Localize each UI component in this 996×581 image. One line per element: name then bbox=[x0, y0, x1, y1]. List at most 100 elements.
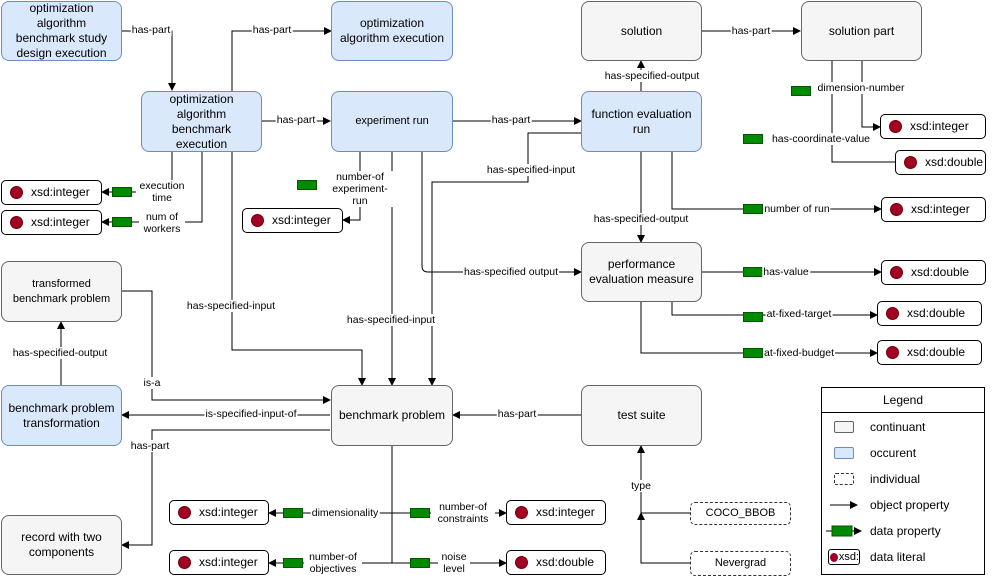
literal-noise-level: xsd:double bbox=[506, 550, 606, 575]
literal-num-workers: xsd:integer bbox=[1, 210, 102, 235]
legend-literal-swatch: xsd: bbox=[828, 549, 860, 565]
legend-row-data-property: data property bbox=[822, 519, 984, 543]
literal-dot-icon bbox=[251, 214, 264, 227]
legend-row-individual: individual bbox=[822, 467, 984, 491]
data-property-marker-number-of-run bbox=[743, 204, 763, 214]
literal-text: xsd:integer bbox=[911, 202, 970, 216]
data-property-marker-has-value bbox=[743, 267, 763, 277]
literal-num-constraints: xsd:integer bbox=[506, 500, 606, 525]
legend-row-data-literal: xsd: data literal bbox=[822, 545, 984, 569]
literal-number-of-run: xsd:integer bbox=[881, 197, 986, 222]
node-pem[interactable]: performance evaluation measure bbox=[581, 242, 702, 302]
data-property-marker-exec-time bbox=[112, 187, 132, 197]
edge-numworkers bbox=[101, 152, 203, 226]
legend-object-property-label: object property bbox=[870, 498, 950, 512]
literal-text: xsd:integer bbox=[536, 505, 595, 519]
data-property-marker-fixed-budget bbox=[743, 348, 763, 358]
literal-text: xsd:integer bbox=[31, 185, 90, 199]
node-nevergrad[interactable]: Nevergrad bbox=[690, 551, 791, 576]
edge-label-has-part: has-part bbox=[496, 408, 538, 420]
literal-text: xsd:double bbox=[911, 265, 970, 279]
edge-bp-record bbox=[121, 429, 330, 549]
node-test-suite[interactable]: test suite bbox=[581, 385, 702, 446]
edge-label-type: type bbox=[630, 480, 652, 492]
edge-oabe-bp bbox=[231, 152, 366, 386]
literal-text: xsd:integer bbox=[199, 505, 258, 519]
edge-label-has-part: has-part bbox=[251, 24, 293, 36]
legend-data-property-label: data property bbox=[870, 524, 941, 538]
node-record[interactable]: record with two components bbox=[1, 515, 122, 575]
edge-label-has-specified-input: has-specified-input bbox=[485, 164, 577, 176]
node-oabe[interactable]: optimization algorithm benchmark executi… bbox=[141, 91, 262, 152]
node-oae[interactable]: optimization algorithm execution bbox=[331, 1, 453, 61]
literal-text: xsd:double bbox=[907, 345, 966, 359]
legend-row-object-property: object property bbox=[822, 493, 984, 517]
edge-oabsde-oabe bbox=[122, 30, 176, 91]
literal-exec-time: xsd:integer bbox=[1, 180, 102, 205]
node-solution-part[interactable]: solution part bbox=[801, 1, 922, 61]
node-oabsde[interactable]: optimization algorithm benchmark study d… bbox=[1, 1, 122, 61]
legend-individual-swatch bbox=[834, 473, 854, 485]
edge-numrun bbox=[671, 152, 882, 213]
edge-tbp-bp bbox=[122, 290, 331, 404]
data-property-marker-noise bbox=[410, 558, 430, 568]
edge-label-has-part: has-part bbox=[129, 440, 171, 452]
edge-label-has-part: has-part bbox=[130, 24, 172, 36]
edge-label-has-specified-output: has-specified-output bbox=[592, 213, 690, 225]
node-bpt[interactable]: benchmark problem transformation bbox=[1, 385, 122, 446]
literal-dot-icon bbox=[178, 506, 191, 519]
edge-label-has-part: has-part bbox=[275, 114, 317, 126]
edge-label-number-of-run: number of run bbox=[763, 203, 831, 215]
literal-fixed-budget: xsd:double bbox=[877, 340, 982, 365]
edge-label-at-fixed-budget: at-fixed-budget bbox=[762, 347, 836, 359]
node-tbp[interactable]: transformed benchmark problem bbox=[1, 261, 122, 322]
edge-label-is-a: is-a bbox=[142, 377, 162, 389]
edge-label-has-specified-output: has-specified-output bbox=[603, 70, 701, 82]
edge-label-dimension-number: dimension-number bbox=[816, 82, 906, 94]
literal-dot-icon bbox=[890, 203, 903, 216]
edge-fer-bp bbox=[428, 132, 581, 386]
literal-coord-value: xsd:double bbox=[895, 150, 986, 175]
data-property-marker-fixed-target bbox=[743, 312, 763, 322]
edge-label-has-specified-input: has-specified-input bbox=[185, 300, 277, 312]
edge-label-number-of-experiment-run: number-of experiment-run bbox=[327, 171, 393, 207]
node-fer[interactable]: function evaluation run bbox=[581, 91, 702, 152]
literal-text: xsd:integer bbox=[272, 213, 331, 227]
node-coco-bbob[interactable]: COCO_BBOB bbox=[690, 502, 791, 525]
node-benchmark-problem[interactable]: benchmark problem bbox=[331, 385, 453, 446]
edge-exprun-pem bbox=[421, 152, 582, 276]
legend-row-occurent: occurent bbox=[822, 441, 984, 465]
data-property-marker-num-constraints bbox=[410, 508, 430, 518]
edge-label-number-of-objectives: number-of objectives bbox=[304, 551, 362, 575]
edge-label-has-specified-output: has-specified output bbox=[463, 266, 559, 278]
edge-fixedbudget bbox=[640, 302, 878, 357]
edge-label-has-part: has-part bbox=[490, 114, 532, 126]
legend: Legend continuant occurent individual ob… bbox=[821, 387, 985, 575]
edge-oabe-oae bbox=[231, 27, 332, 91]
legend-continuant-swatch bbox=[834, 421, 854, 433]
edge-label-has-value: has-value bbox=[762, 266, 810, 278]
legend-row-continuant: continuant bbox=[822, 415, 984, 439]
literal-dot-icon bbox=[890, 266, 903, 279]
edge-label-number-of-constraints: number-of constraints bbox=[431, 501, 495, 525]
legend-occurent-swatch bbox=[834, 447, 854, 459]
data-property-marker-coord-value bbox=[743, 134, 763, 144]
edge-nevergrad-ts bbox=[637, 512, 690, 564]
legend-individual-label: individual bbox=[870, 472, 921, 486]
data-property-marker-num-workers bbox=[112, 217, 132, 227]
literal-text: xsd:integer bbox=[910, 119, 969, 133]
edge-label-has-specified-output: has-specified-output bbox=[11, 347, 109, 359]
data-property-marker-num-objectives bbox=[283, 558, 303, 568]
edge-label-has-specified-input: has-specified-input bbox=[345, 314, 437, 326]
node-solution[interactable]: solution bbox=[581, 1, 702, 61]
literal-dot-icon bbox=[889, 120, 902, 133]
legend-continuant-label: continuant bbox=[870, 420, 926, 434]
node-experiment-run[interactable]: experiment run bbox=[331, 91, 453, 152]
edge-label-has-part: has-part bbox=[730, 25, 772, 37]
literal-dim-number: xsd:integer bbox=[880, 114, 986, 139]
edge-label-at-fixed-target: at-fixed-target bbox=[765, 308, 833, 320]
legend-occurent-label: occurent bbox=[870, 446, 917, 460]
edge-label-is-specified-input-of: is-specified-input-of bbox=[204, 408, 298, 420]
edge-label-execution-time: execution time bbox=[136, 180, 188, 204]
arrow-icon bbox=[830, 501, 858, 509]
